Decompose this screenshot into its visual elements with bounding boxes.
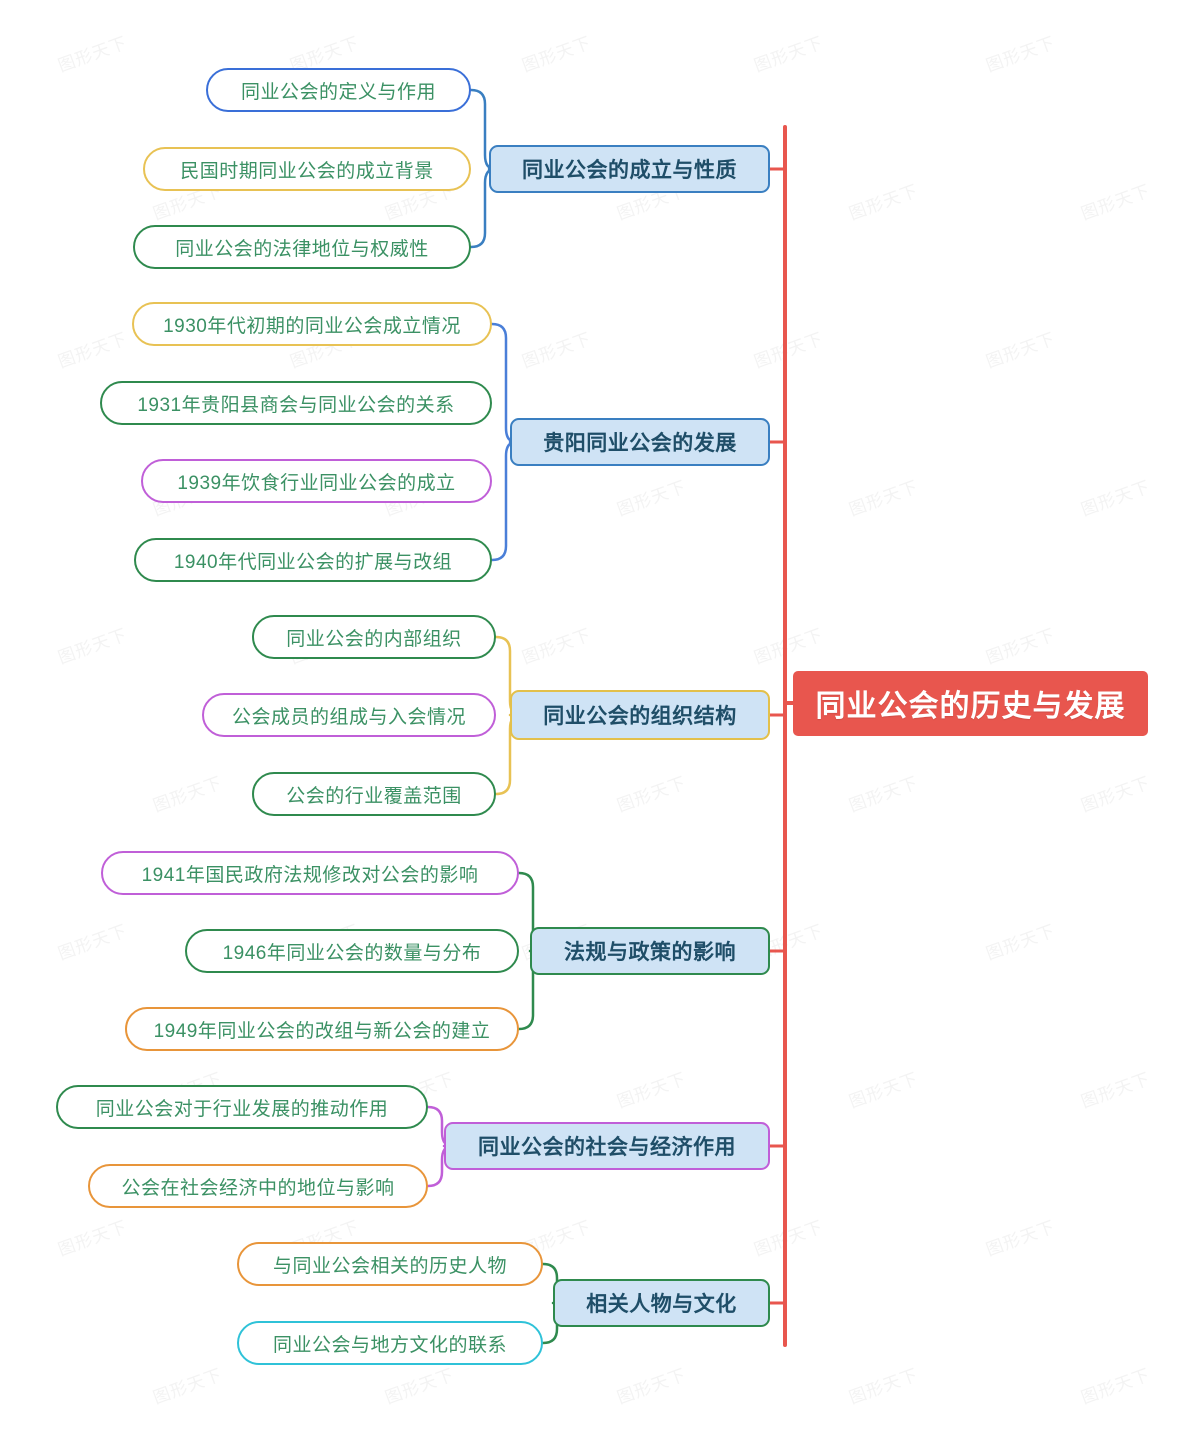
watermark-text: 图形天下: [751, 625, 826, 668]
watermark-text: 图形天下: [983, 33, 1058, 76]
watermark-text: 图形天下: [983, 1217, 1058, 1260]
root-node[interactable]: 同业公会的历史与发展: [793, 670, 1148, 736]
watermark-text: 图形天下: [983, 625, 1058, 668]
watermark-text: 图形天下: [150, 1365, 225, 1408]
leaf-node-3-2[interactable]: 公会成员的组成与入会情况: [202, 693, 496, 737]
branch-node-6[interactable]: 相关人物与文化: [553, 1279, 770, 1327]
leaf-node-1-3[interactable]: 同业公会的法律地位与权威性: [133, 225, 471, 269]
watermark-text: 图形天下: [55, 329, 130, 372]
leaf-node-6-2[interactable]: 同业公会与地方文化的联系: [237, 1321, 543, 1365]
watermark-text: 图形天下: [614, 1069, 689, 1112]
branch-node-1[interactable]: 同业公会的成立与性质: [489, 145, 770, 193]
leaf-node-4-2[interactable]: 1946年同业公会的数量与分布: [185, 929, 519, 973]
watermark-text: 图形天下: [614, 1365, 689, 1408]
watermark-text: 图形天下: [55, 33, 130, 76]
leaf-node-2-4[interactable]: 1940年代同业公会的扩展与改组: [134, 538, 492, 582]
leaf-node-3-1[interactable]: 同业公会的内部组织: [252, 615, 496, 659]
watermark-text: 图形天下: [55, 625, 130, 668]
watermark-text: 图形天下: [846, 181, 921, 224]
leaf-node-5-1[interactable]: 同业公会对于行业发展的推动作用: [56, 1085, 428, 1129]
watermark-text: 图形天下: [751, 329, 826, 372]
watermark-text: 图形天下: [846, 1069, 921, 1112]
watermark-text: 图形天下: [614, 773, 689, 816]
branch-node-5[interactable]: 同业公会的社会与经济作用: [444, 1122, 770, 1170]
watermark-text: 图形天下: [519, 625, 594, 668]
watermark-text: 图形天下: [55, 921, 130, 964]
watermark-text: 图形天下: [150, 773, 225, 816]
watermark-text: 图形天下: [1078, 1069, 1153, 1112]
watermark-text: 图形天下: [751, 33, 826, 76]
leaf-node-5-2[interactable]: 公会在社会经济中的地位与影响: [88, 1164, 428, 1208]
watermark-text: 图形天下: [1078, 477, 1153, 520]
watermark-text: 图形天下: [519, 329, 594, 372]
watermark-text: 图形天下: [1078, 773, 1153, 816]
branch-node-2[interactable]: 贵阳同业公会的发展: [510, 418, 770, 466]
branch-node-3[interactable]: 同业公会的组织结构: [510, 690, 770, 740]
leaf-node-6-1[interactable]: 与同业公会相关的历史人物: [237, 1242, 543, 1286]
watermark-text: 图形天下: [983, 329, 1058, 372]
leaf-node-4-1[interactable]: 1941年国民政府法规修改对公会的影响: [101, 851, 519, 895]
leaf-node-4-3[interactable]: 1949年同业公会的改组与新公会的建立: [125, 1007, 519, 1051]
watermark-text: 图形天下: [983, 921, 1058, 964]
leaf-node-1-1[interactable]: 同业公会的定义与作用: [206, 68, 471, 112]
leaf-node-1-2[interactable]: 民国时期同业公会的成立背景: [143, 147, 471, 191]
branch-node-4[interactable]: 法规与政策的影响: [530, 927, 770, 975]
watermark-text: 图形天下: [846, 477, 921, 520]
leaf-node-2-3[interactable]: 1939年饮食行业同业公会的成立: [141, 459, 492, 503]
leaf-node-3-3[interactable]: 公会的行业覆盖范围: [252, 772, 496, 816]
watermark-text: 图形天下: [614, 477, 689, 520]
watermark-text: 图形天下: [382, 1365, 457, 1408]
watermark-text: 图形天下: [1078, 181, 1153, 224]
watermark-text: 图形天下: [1078, 1365, 1153, 1408]
watermark-text: 图形天下: [519, 33, 594, 76]
watermark-text: 图形天下: [846, 773, 921, 816]
leaf-node-2-2[interactable]: 1931年贵阳县商会与同业公会的关系: [100, 381, 492, 425]
watermark-text: 图形天下: [751, 1217, 826, 1260]
watermark-text: 图形天下: [55, 1217, 130, 1260]
watermark-text: 图形天下: [846, 1365, 921, 1408]
leaf-node-2-1[interactable]: 1930年代初期的同业公会成立情况: [132, 302, 492, 346]
